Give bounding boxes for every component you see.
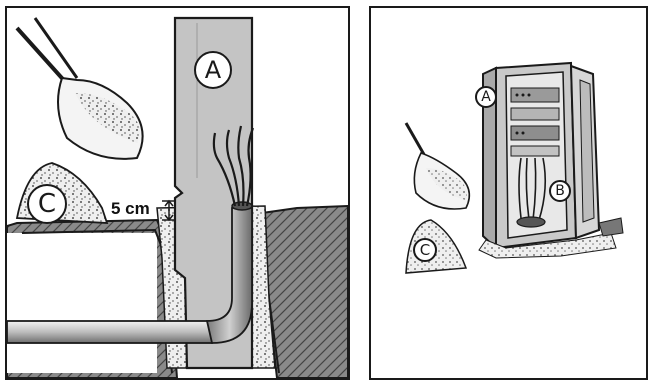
callout-c-label: C xyxy=(419,241,431,259)
callout-b-label: B xyxy=(555,183,565,199)
right-illustration-panel: A B C xyxy=(369,6,648,380)
right-illustration xyxy=(404,61,624,274)
depth-dimension xyxy=(162,199,175,222)
callout-a-label: A xyxy=(481,89,491,105)
callout-c: C xyxy=(27,184,67,224)
shovel xyxy=(404,122,471,210)
conduit-pipe xyxy=(7,201,253,344)
callout-b: B xyxy=(549,180,571,202)
depth-label: 5 cm xyxy=(111,199,150,218)
shovel xyxy=(15,17,144,160)
left-illustration xyxy=(7,16,348,378)
callout-c: C xyxy=(413,238,437,262)
cabinet xyxy=(478,61,624,259)
callout-a-label: A xyxy=(204,56,222,84)
callout-c-label: C xyxy=(37,189,57,219)
callout-a: A xyxy=(475,86,497,108)
cables xyxy=(212,125,255,207)
callout-a: A xyxy=(194,51,232,89)
left-illustration-panel: A C 5 cm xyxy=(5,6,350,380)
